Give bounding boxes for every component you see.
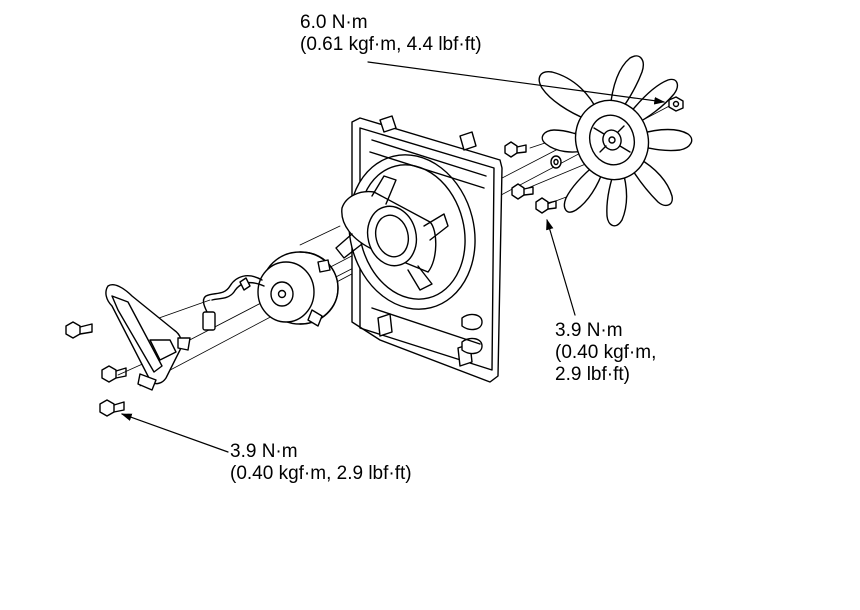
torque-value: 3.9 N·m <box>230 441 298 462</box>
leader-cover-bolt <box>120 413 229 453</box>
torque-callout-shroud-bolt: 3.9 N·m (0.40 kgf·m, 2.9 lbf·ft) <box>555 320 656 386</box>
torque-conversion-kgf: (0.40 kgf·m, <box>555 342 657 363</box>
leader-shroud-bolt <box>546 218 576 316</box>
fan-motor-icon <box>202 251 339 331</box>
torque-callout-cover-bolt: 3.9 N·m (0.40 kgf·m, 2.9 lbf·ft) <box>230 441 412 485</box>
torque-conversion: (0.61 kgf·m, 4.4 lbf·ft) <box>300 34 482 55</box>
torque-callout-fan-nut: 6.0 N·m (0.61 kgf·m, 4.4 lbf·ft) <box>300 12 482 56</box>
bolt-cover-upper <box>65 321 93 339</box>
bolt-cover-lower <box>99 399 125 417</box>
leader-arrow-icon <box>120 61 666 453</box>
torque-value: 6.0 N·m <box>300 12 368 33</box>
motor-cover-icon <box>105 284 191 391</box>
bolt-cover-middle <box>101 365 127 383</box>
leader-fan-nut <box>367 61 666 105</box>
nut-icon <box>550 96 684 169</box>
bolt-icon <box>65 141 557 417</box>
fan-shroud-icon <box>335 115 503 383</box>
fan-blade-icon <box>538 55 693 227</box>
torque-value: 3.9 N·m <box>555 320 623 341</box>
bolt-shroud-lower <box>535 197 557 214</box>
torque-conversion: (0.40 kgf·m, 2.9 lbf·ft) <box>230 463 412 484</box>
bolt-shroud-middle <box>511 183 534 200</box>
bolt-shroud-upper <box>504 141 527 158</box>
torque-conversion-lbf: 2.9 lbf·ft) <box>555 364 630 385</box>
